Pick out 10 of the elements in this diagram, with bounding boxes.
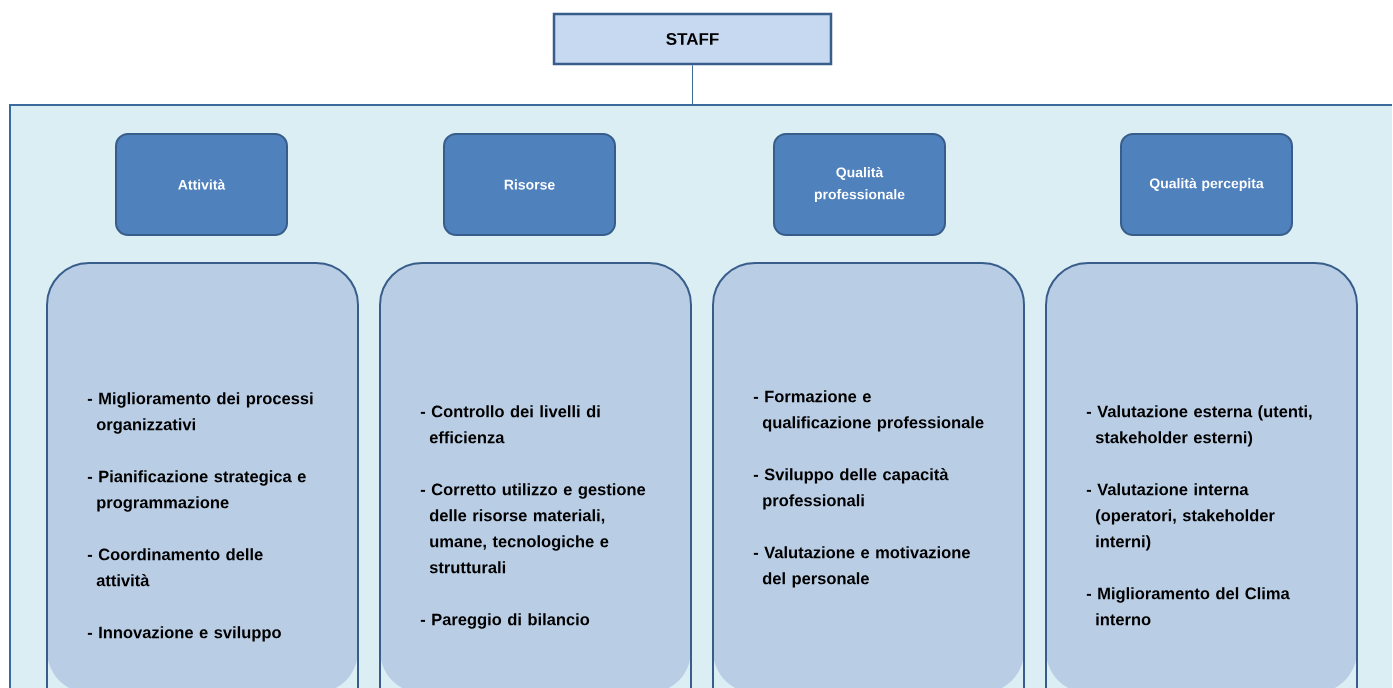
list-box: - Miglioramento dei processi organizzativi - Pianificazione strategica e programmazione - Coordinamento delle attività - Innovazione e sviluppo	[46, 262, 359, 688]
category-box: Qualità percepita	[1120, 133, 1293, 236]
title-box: STAFF	[552, 12, 833, 66]
list-box: - Valutazione esterna (utenti, stakeholder esterni) - Valutazione interna (operatori, stakeholder interni) - Miglioramento del Clima interno	[1045, 262, 1358, 688]
category-box: Qualità professionale	[773, 133, 946, 236]
list-box: - Formazione e qualificazione professionale - Sviluppo delle capacità professionali - Valutazione e motivazione del personale	[712, 262, 1025, 688]
category-box: Risorse	[443, 133, 616, 236]
category-box: Attività	[115, 133, 288, 236]
list-box: - Controllo dei livelli di efficienza - Corretto utilizzo e gestione delle risorse materiali, umane, tecnologiche e strutturali - Pareggio di bilancio	[379, 262, 692, 688]
connector-line	[692, 64, 693, 106]
